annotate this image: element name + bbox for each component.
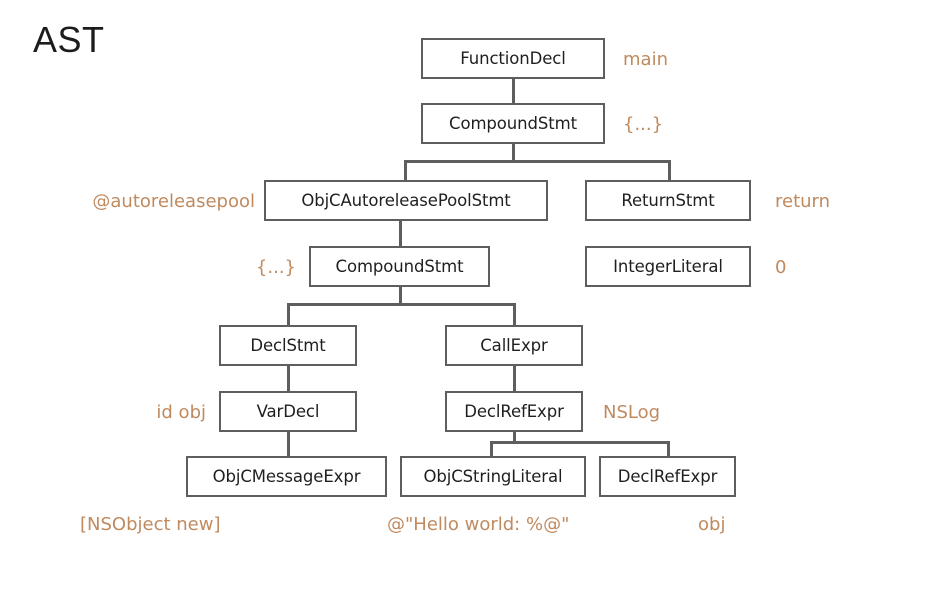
edge-compoundstmt-split-stem (512, 144, 515, 161)
annotation-zero: 0 (775, 257, 787, 278)
annotation-id-obj: id obj (156, 402, 206, 423)
edge-split-to-autoreleasepool (404, 160, 407, 182)
edge-vardecl-to-objcmessageexpr (287, 432, 290, 458)
ast-node-compoundstmt-inner[interactable]: CompoundStmt (309, 246, 490, 287)
edge-compoundstmt2-split-stem (399, 287, 402, 304)
edge-split-to-declstmt (287, 303, 290, 327)
edge-compoundstmt2-split-bar (287, 303, 515, 306)
edge-split-to-callexpr (513, 303, 516, 327)
edge-declrefexpr-split-stem (513, 432, 516, 443)
annotation-braces-outer: {...} (623, 114, 664, 135)
edge-split-to-objcstringliteral (490, 441, 493, 458)
edge-declstmt-to-vardecl (287, 366, 290, 393)
edge-declrefexpr-split-bar (490, 441, 670, 444)
annotation-main: main (623, 49, 668, 70)
annotation-braces-inner: {...} (255, 257, 296, 278)
edge-callexpr-to-declrefexpr (513, 366, 516, 393)
ast-node-returnstmt[interactable]: ReturnStmt (585, 180, 751, 221)
ast-node-compoundstmt-outer[interactable]: CompoundStmt (421, 103, 605, 144)
ast-node-vardecl[interactable]: VarDecl (219, 391, 357, 432)
annotation-hello-world: @"Hello world: %@" (387, 514, 570, 535)
ast-node-declstmt[interactable]: DeclStmt (219, 325, 357, 366)
page-title: AST (33, 19, 105, 60)
annotation-nsobject-new: [NSObject new] (80, 514, 221, 535)
ast-node-objcstringliteral[interactable]: ObjCStringLiteral (400, 456, 586, 497)
annotation-autoreleasepool: @autoreleasepool (92, 191, 255, 212)
annotation-nslog: NSLog (603, 402, 661, 423)
ast-node-declrefexpr-nslog[interactable]: DeclRefExpr (445, 391, 583, 432)
ast-node-functiondecl[interactable]: FunctionDecl (421, 38, 605, 79)
annotation-obj: obj (698, 514, 726, 535)
edge-split-to-declrefexpr-obj (667, 441, 670, 458)
annotation-return: return (775, 191, 831, 212)
ast-node-integerliteral[interactable]: IntegerLiteral (585, 246, 751, 287)
ast-node-objcautoreleasepoolstmt[interactable]: ObjCAutoreleasePoolStmt (264, 180, 548, 221)
ast-node-objcmessageexpr[interactable]: ObjCMessageExpr (186, 456, 387, 497)
edge-compoundstmt-split-bar (404, 160, 670, 163)
ast-node-callexpr[interactable]: CallExpr (445, 325, 583, 366)
ast-node-declrefexpr-obj[interactable]: DeclRefExpr (599, 456, 736, 497)
edge-autoreleasepool-to-compoundstmt (399, 221, 402, 248)
edge-functiondecl-to-compoundstmt (512, 79, 515, 103)
edge-split-to-returnstmt (668, 160, 671, 182)
